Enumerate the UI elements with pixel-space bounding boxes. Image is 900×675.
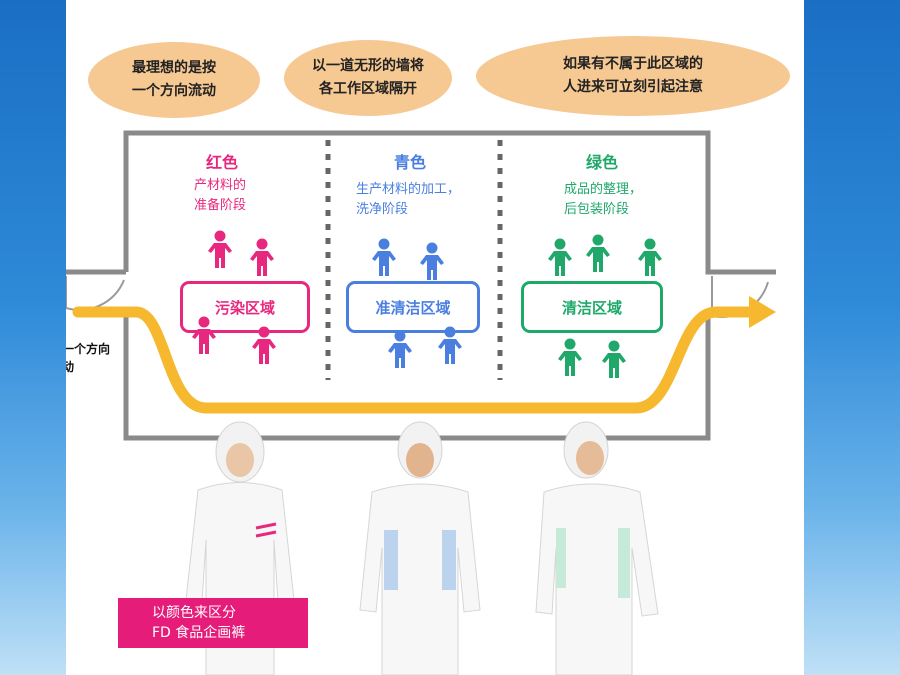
person-icon <box>558 338 582 376</box>
person-icon <box>372 238 396 276</box>
side-text-line1: 一个方向 <box>66 342 111 356</box>
side-text: 一个方向 动 <box>66 340 110 376</box>
person-icon <box>388 330 412 368</box>
worker-blue-uniform <box>359 421 481 675</box>
bubble-one-direction: 最理想的是按 一个方向流动 <box>88 42 260 118</box>
zone-blue-box: 准清洁区域 <box>346 281 480 333</box>
zone-green-desc-line2: 后包装阶段 <box>564 202 630 217</box>
person-icon <box>250 238 274 276</box>
person-icon <box>192 316 216 354</box>
bubble-intruder-notice: 如果有不属于此区域的 人进来可立刻引起注意 <box>476 36 790 116</box>
zone-blue-title: 青色 <box>394 153 427 172</box>
bubble-invisible-wall-line1: 以一道无形的墙将 <box>312 58 424 74</box>
zone-red-desc: 产材料的 准备阶段 <box>194 176 246 216</box>
zone-red-desc-line2: 准备阶段 <box>194 198 247 213</box>
zone-green-box: 清洁区域 <box>521 281 663 333</box>
bubble-intruder-notice-line1: 如果有不属于此区域的 <box>563 56 703 72</box>
bubble-invisible-wall-line2: 各工作区域隔开 <box>319 81 417 97</box>
zone-green-title: 绿色 <box>586 153 619 172</box>
bubble-intruder-notice-line2: 人进来可立刻引起注意 <box>563 79 703 95</box>
person-icon <box>438 326 462 364</box>
person-icon <box>208 230 232 268</box>
person-icon <box>602 340 626 378</box>
zone-blue-desc-line1: 生产材料的加工， <box>356 182 461 197</box>
zone-green-desc: 成品的整理， 后包装阶段 <box>564 180 642 220</box>
zone-green-desc-line1: 成品的整理， <box>564 182 643 197</box>
person-icon <box>548 238 572 276</box>
caption-line2: FD 食品企画裤 <box>152 625 246 641</box>
entrance-door <box>66 276 125 311</box>
flow-arrow-head <box>749 296 776 328</box>
worker-green-uniform <box>535 421 659 675</box>
bubble-one-direction-line1: 最理想的是按 <box>132 60 216 76</box>
caption-line1: 以颜色来区分 <box>152 605 236 621</box>
zone-red-title: 红色 <box>206 153 239 172</box>
bubble-invisible-wall: 以一道无形的墙将 各工作区域隔开 <box>284 40 452 116</box>
zone-blue-desc-line2: 洗净阶段 <box>356 202 409 217</box>
building-wall <box>123 130 776 275</box>
bubble-one-direction-line2: 一个方向流动 <box>132 83 216 99</box>
caption-box: 以颜色来区分 FD 食品企画裤 <box>118 598 308 648</box>
flow-arrow-path <box>72 306 757 414</box>
slide: 最理想的是按 一个方向流动 以一道无形的墙将 各工作区域隔开 如果有不属于此区域… <box>66 0 804 675</box>
person-icon <box>638 238 662 276</box>
person-icon <box>420 242 444 280</box>
person-icon <box>252 326 276 364</box>
person-icon <box>586 234 610 272</box>
side-text-line2: 动 <box>66 360 75 374</box>
zone-blue-desc: 生产材料的加工， 洗净阶段 <box>356 180 460 220</box>
zone-red-desc-line1: 产材料的 <box>194 178 247 193</box>
